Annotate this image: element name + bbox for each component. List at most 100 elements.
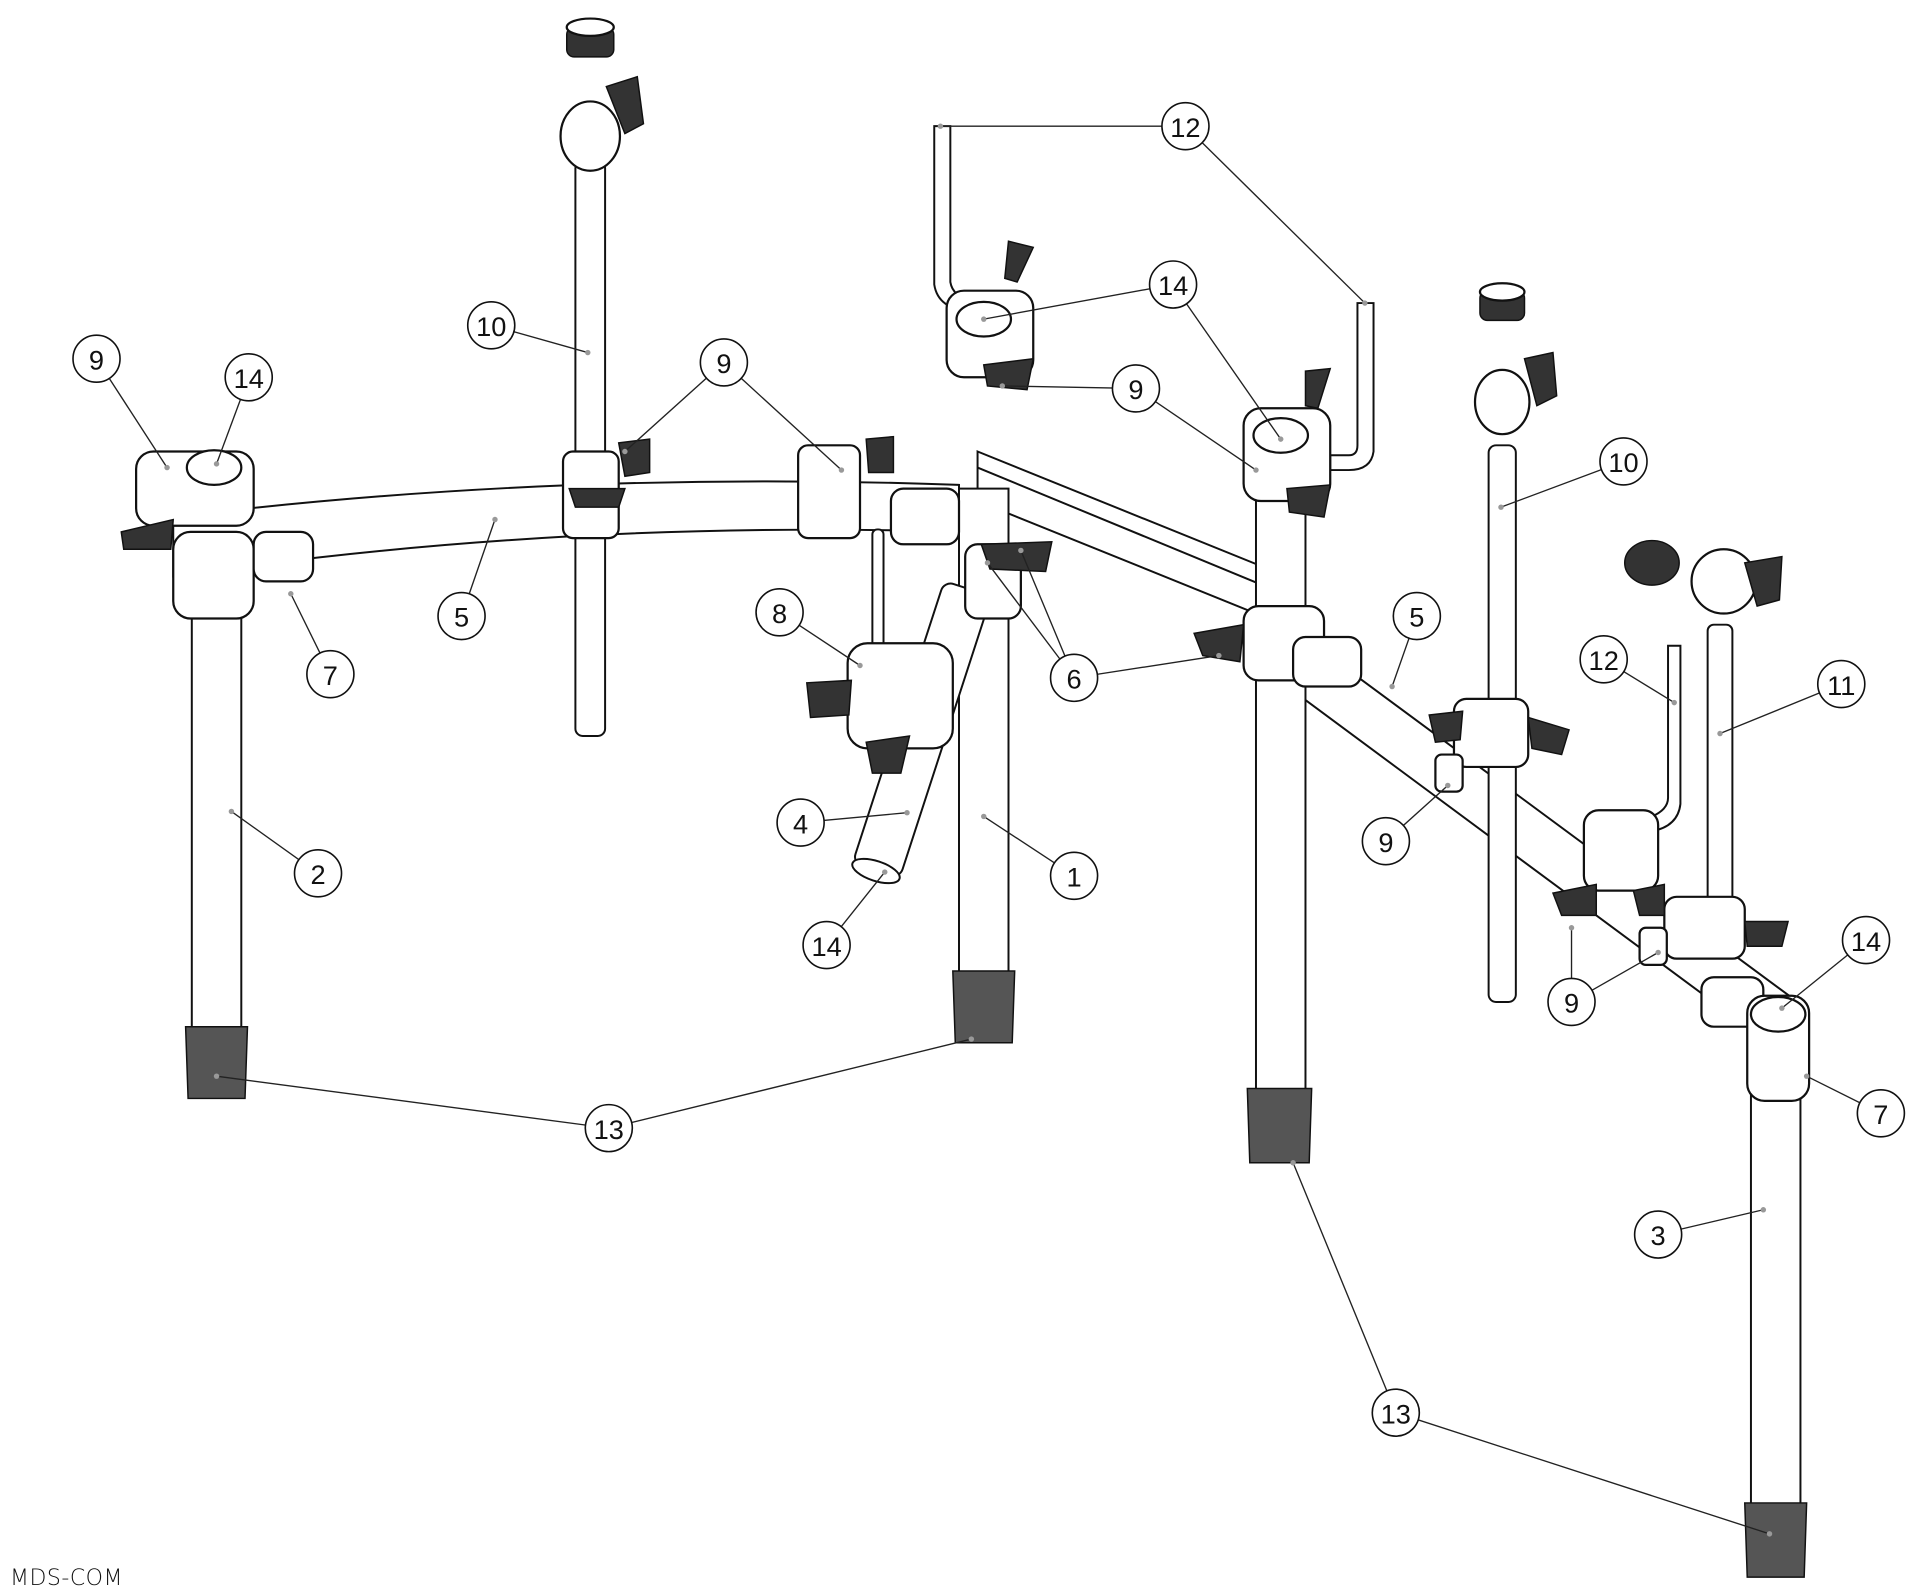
callout-number: 4 xyxy=(793,808,808,839)
callout-circle xyxy=(437,591,486,641)
callout-number: 3 xyxy=(1651,1220,1666,1251)
callout-number: 2 xyxy=(310,859,325,890)
callout-number: 14 xyxy=(234,363,264,394)
callout-circle xyxy=(1392,591,1442,641)
foot-center-right xyxy=(1246,1087,1313,1164)
callout-14: 14 xyxy=(981,260,1284,442)
callout-number: 13 xyxy=(1381,1398,1411,1429)
callout-1: 1 xyxy=(981,813,1099,901)
cymbal-mount-11 xyxy=(1623,539,1783,615)
cymbal-mount-left xyxy=(559,17,645,172)
callout-number: 12 xyxy=(1170,112,1200,143)
leader-line xyxy=(983,283,1174,320)
leader-dot xyxy=(1498,504,1504,510)
rod-12-small xyxy=(1644,644,1682,833)
leader-dot xyxy=(1018,547,1024,554)
leader-dot xyxy=(1717,730,1723,737)
callout-circle xyxy=(1361,816,1411,866)
foot-left xyxy=(184,1025,249,1100)
leader-dot xyxy=(904,809,910,816)
leader-dot xyxy=(1568,925,1575,931)
leader-dot xyxy=(164,464,170,471)
foot-1 xyxy=(952,970,1016,1044)
callout-6: 6 xyxy=(984,547,1222,703)
leg-3 xyxy=(1749,1038,1802,1511)
leader-line xyxy=(1292,1162,1397,1413)
leader-dot xyxy=(213,1073,220,1079)
post-11 xyxy=(1706,623,1734,904)
callout-number: 5 xyxy=(1409,602,1424,633)
callout-circle xyxy=(306,649,355,699)
leader-line xyxy=(216,1075,609,1129)
callout-circle xyxy=(1049,851,1099,901)
clamps xyxy=(120,240,1811,1103)
callout-4: 4 xyxy=(776,798,910,847)
callout-number: 13 xyxy=(594,1114,624,1145)
leader-dot xyxy=(838,467,845,473)
callout-circle xyxy=(224,352,274,402)
callout-circle xyxy=(1148,260,1198,309)
leg-center-right xyxy=(1254,469,1307,1096)
callout-number: 9 xyxy=(1128,374,1143,405)
callout-9: 9 xyxy=(1361,782,1451,866)
callout-number: 14 xyxy=(1851,926,1881,957)
callout-11: 11 xyxy=(1717,659,1866,737)
callout-7: 7 xyxy=(1803,1073,1906,1138)
leader-dot xyxy=(1278,436,1284,442)
callout-circle xyxy=(1547,977,1596,1027)
callout-number: 5 xyxy=(454,602,469,633)
callout-10: 10 xyxy=(466,301,591,356)
callout-9: 9 xyxy=(72,334,170,471)
callout-14: 14 xyxy=(1779,915,1891,1011)
callout-number: 7 xyxy=(323,660,338,691)
leader-line xyxy=(1073,654,1219,679)
callout-13: 13 xyxy=(1290,1160,1773,1537)
foot-3 xyxy=(1743,1502,1808,1578)
callout-12: 12 xyxy=(937,101,1368,306)
callout-circle xyxy=(584,1103,634,1153)
callout-14: 14 xyxy=(213,352,274,467)
leader-dot xyxy=(984,560,991,566)
leader-dot xyxy=(492,516,498,523)
callout-9: 9 xyxy=(1547,925,1661,1027)
leader-dot xyxy=(1655,949,1661,956)
rod-12-right xyxy=(1329,302,1375,472)
leader-dot xyxy=(1760,1207,1767,1213)
leader-dot xyxy=(228,808,235,815)
callout-number: 1 xyxy=(1067,862,1082,893)
callout-circle xyxy=(1633,1210,1683,1259)
leader-dot xyxy=(1803,1073,1810,1079)
callout-circle xyxy=(1049,653,1099,703)
callout-circle xyxy=(755,588,804,637)
callout-circle xyxy=(776,798,825,847)
leader-dot xyxy=(882,869,888,875)
callout-number: 9 xyxy=(716,348,731,379)
callout-number: 11 xyxy=(1827,670,1855,701)
leader-dot xyxy=(999,383,1006,389)
callout-13: 13 xyxy=(213,1036,975,1153)
callout-number: 10 xyxy=(1608,447,1638,478)
post-10-left xyxy=(574,159,607,737)
leader-dot xyxy=(1253,467,1259,473)
leader-dot xyxy=(1389,683,1395,690)
callout-number: 6 xyxy=(1067,664,1082,695)
footer-label: MDS-COM xyxy=(10,1566,123,1591)
callout-circle xyxy=(802,920,851,970)
callout-8: 8 xyxy=(755,588,863,669)
callout-10: 10 xyxy=(1498,437,1648,510)
leader-line xyxy=(1395,1411,1770,1535)
leader-dot xyxy=(981,813,987,820)
leader-dot xyxy=(1671,699,1677,706)
leader-dot xyxy=(1216,652,1222,659)
leader-line xyxy=(1184,125,1366,304)
callout-circle xyxy=(1579,635,1629,684)
callout-circle xyxy=(1599,437,1648,486)
callout-3: 3 xyxy=(1633,1207,1767,1259)
callout-circle xyxy=(72,334,121,384)
leader-dot xyxy=(1290,1160,1296,1166)
callout-number: 12 xyxy=(1589,645,1619,676)
callout-circle xyxy=(466,301,516,350)
leader-line xyxy=(723,361,842,471)
